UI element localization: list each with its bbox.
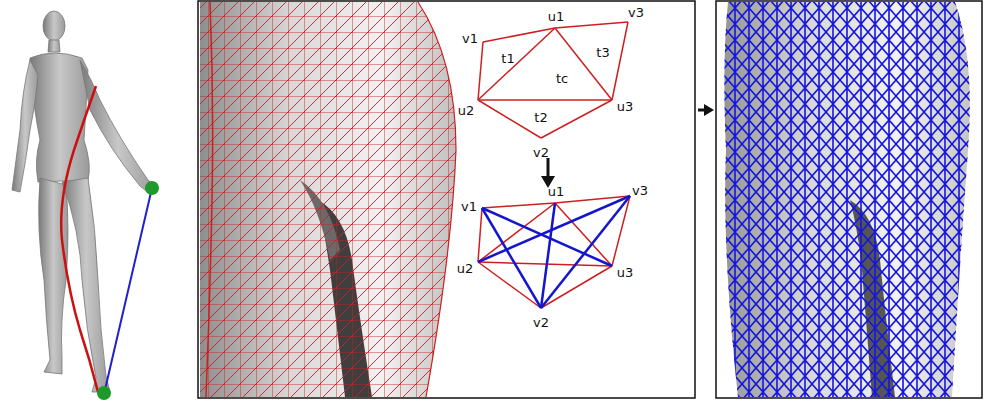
triangle-diagram (478, 22, 628, 138)
vertex-label: v2 (533, 145, 549, 160)
vertex-label: u3 (617, 265, 634, 280)
vertex-label: v3 (632, 183, 648, 198)
new-edges (478, 196, 630, 308)
vertex-label: t1 (501, 51, 514, 66)
geodesic-curve (61, 86, 98, 392)
vertex-label: u1 (548, 9, 565, 24)
mesh-surface (200, 2, 460, 398)
vertex-label: u1 (548, 184, 565, 199)
straight-line (104, 188, 152, 394)
vertex-label: t3 (596, 45, 609, 60)
cross-mesh-surface (716, 2, 982, 398)
panel-frame (198, 1, 695, 398)
vertex-label: v1 (461, 199, 477, 214)
vertex-label: tc (556, 71, 568, 86)
panel-frame (716, 1, 982, 398)
triangle-diagram (478, 196, 630, 308)
vertex-label: v2 (533, 315, 549, 330)
vertex-label: v3 (628, 5, 644, 20)
vertex-label: t2 (534, 110, 547, 125)
human-figure (12, 11, 156, 392)
vertex-label: u2 (458, 103, 475, 118)
vertex-label: u2 (457, 261, 474, 276)
end-point (145, 181, 159, 195)
end-point (97, 386, 111, 400)
vertex-label: u3 (617, 99, 634, 114)
vertex-label: v1 (462, 31, 478, 46)
